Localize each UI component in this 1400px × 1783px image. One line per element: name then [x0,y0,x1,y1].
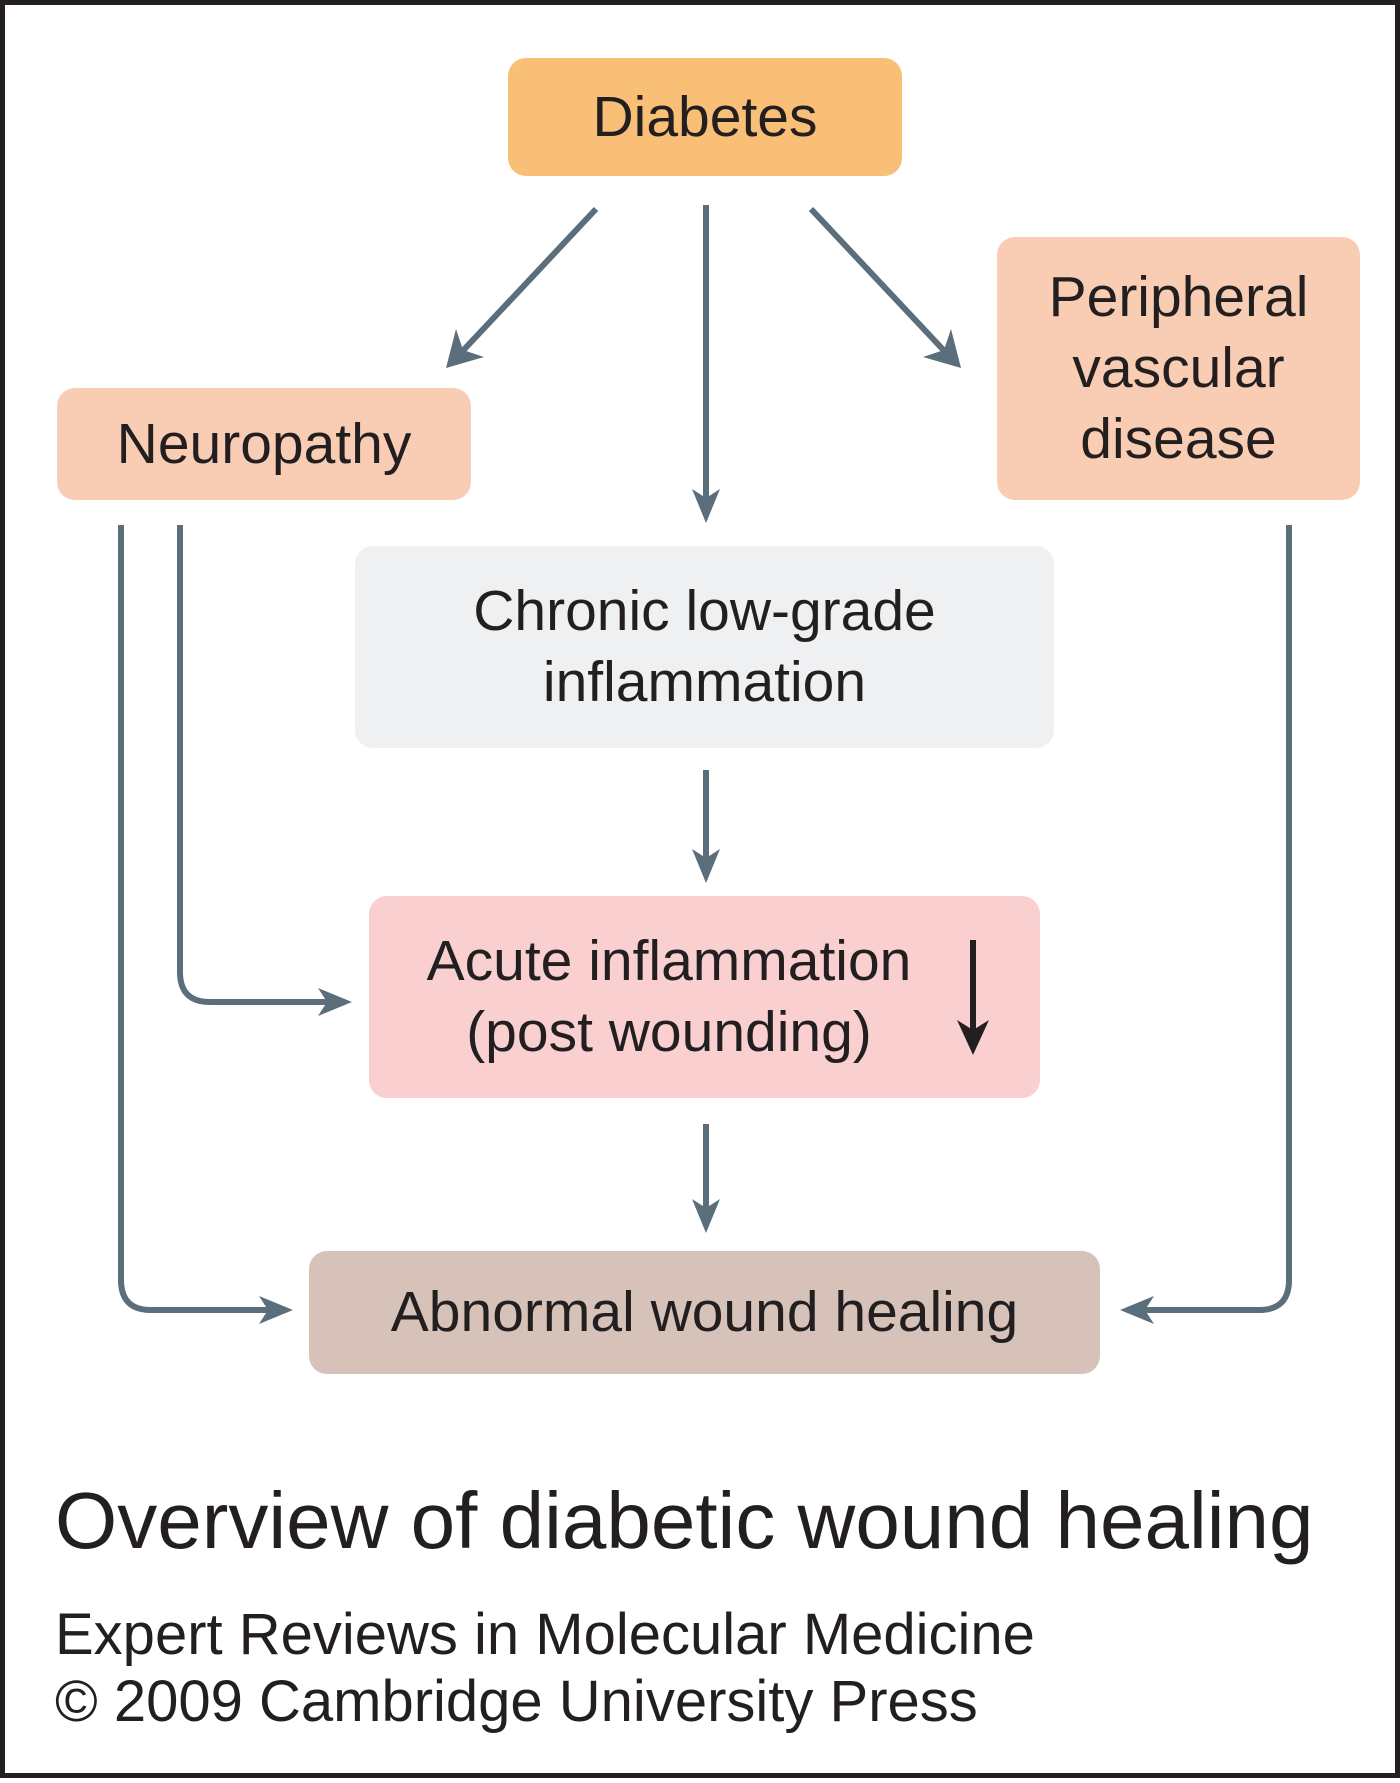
arrowhead-icon [446,329,484,368]
arrowhead-icon [318,988,352,1016]
node-label: Diabetes [592,84,818,149]
node-diabetes: Diabetes [508,58,902,176]
node-label: Neuropathy [116,411,412,476]
arrowhead-icon [259,1296,293,1324]
node-abnormal-wound-healing: Abnormal wound healing [309,1251,1100,1374]
edge-pvd-abnormal [1132,525,1292,1313]
edge-neuropathy-acute [177,525,340,1005]
node-acute-inflammation: Acute inflammation (post wounding) [369,896,1040,1098]
node-peripheral-vascular-disease: Peripheral vascular disease [997,237,1360,500]
edge-diabetes-neuropathy [454,206,599,360]
arrowhead-icon [692,1199,720,1233]
arrowhead-icon [923,329,961,368]
node-neuropathy: Neuropathy [57,388,471,500]
edge-neuropathy-abnormal [118,525,281,1313]
arrowhead-icon [692,489,720,523]
copyright-notice: © 2009 Cambridge University Press [55,1669,978,1734]
node-label: Acute inflammation (post wounding) [426,929,912,1064]
figure-title: Overview of diabetic wound healing [55,1476,1314,1565]
node-label: Abnormal wound healing [390,1280,1019,1344]
arrowhead-icon [1120,1296,1154,1324]
arrowhead-icon [692,849,720,883]
node-chronic-inflammation: Chronic low-grade inflammation [355,546,1054,748]
node-label: Chronic low-grade inflammation [473,579,936,714]
node-label: Peripheral vascular disease [1048,265,1309,471]
journal-name: Expert Reviews in Molecular Medicine [55,1602,1035,1667]
edge-diabetes-pvd [808,206,953,360]
